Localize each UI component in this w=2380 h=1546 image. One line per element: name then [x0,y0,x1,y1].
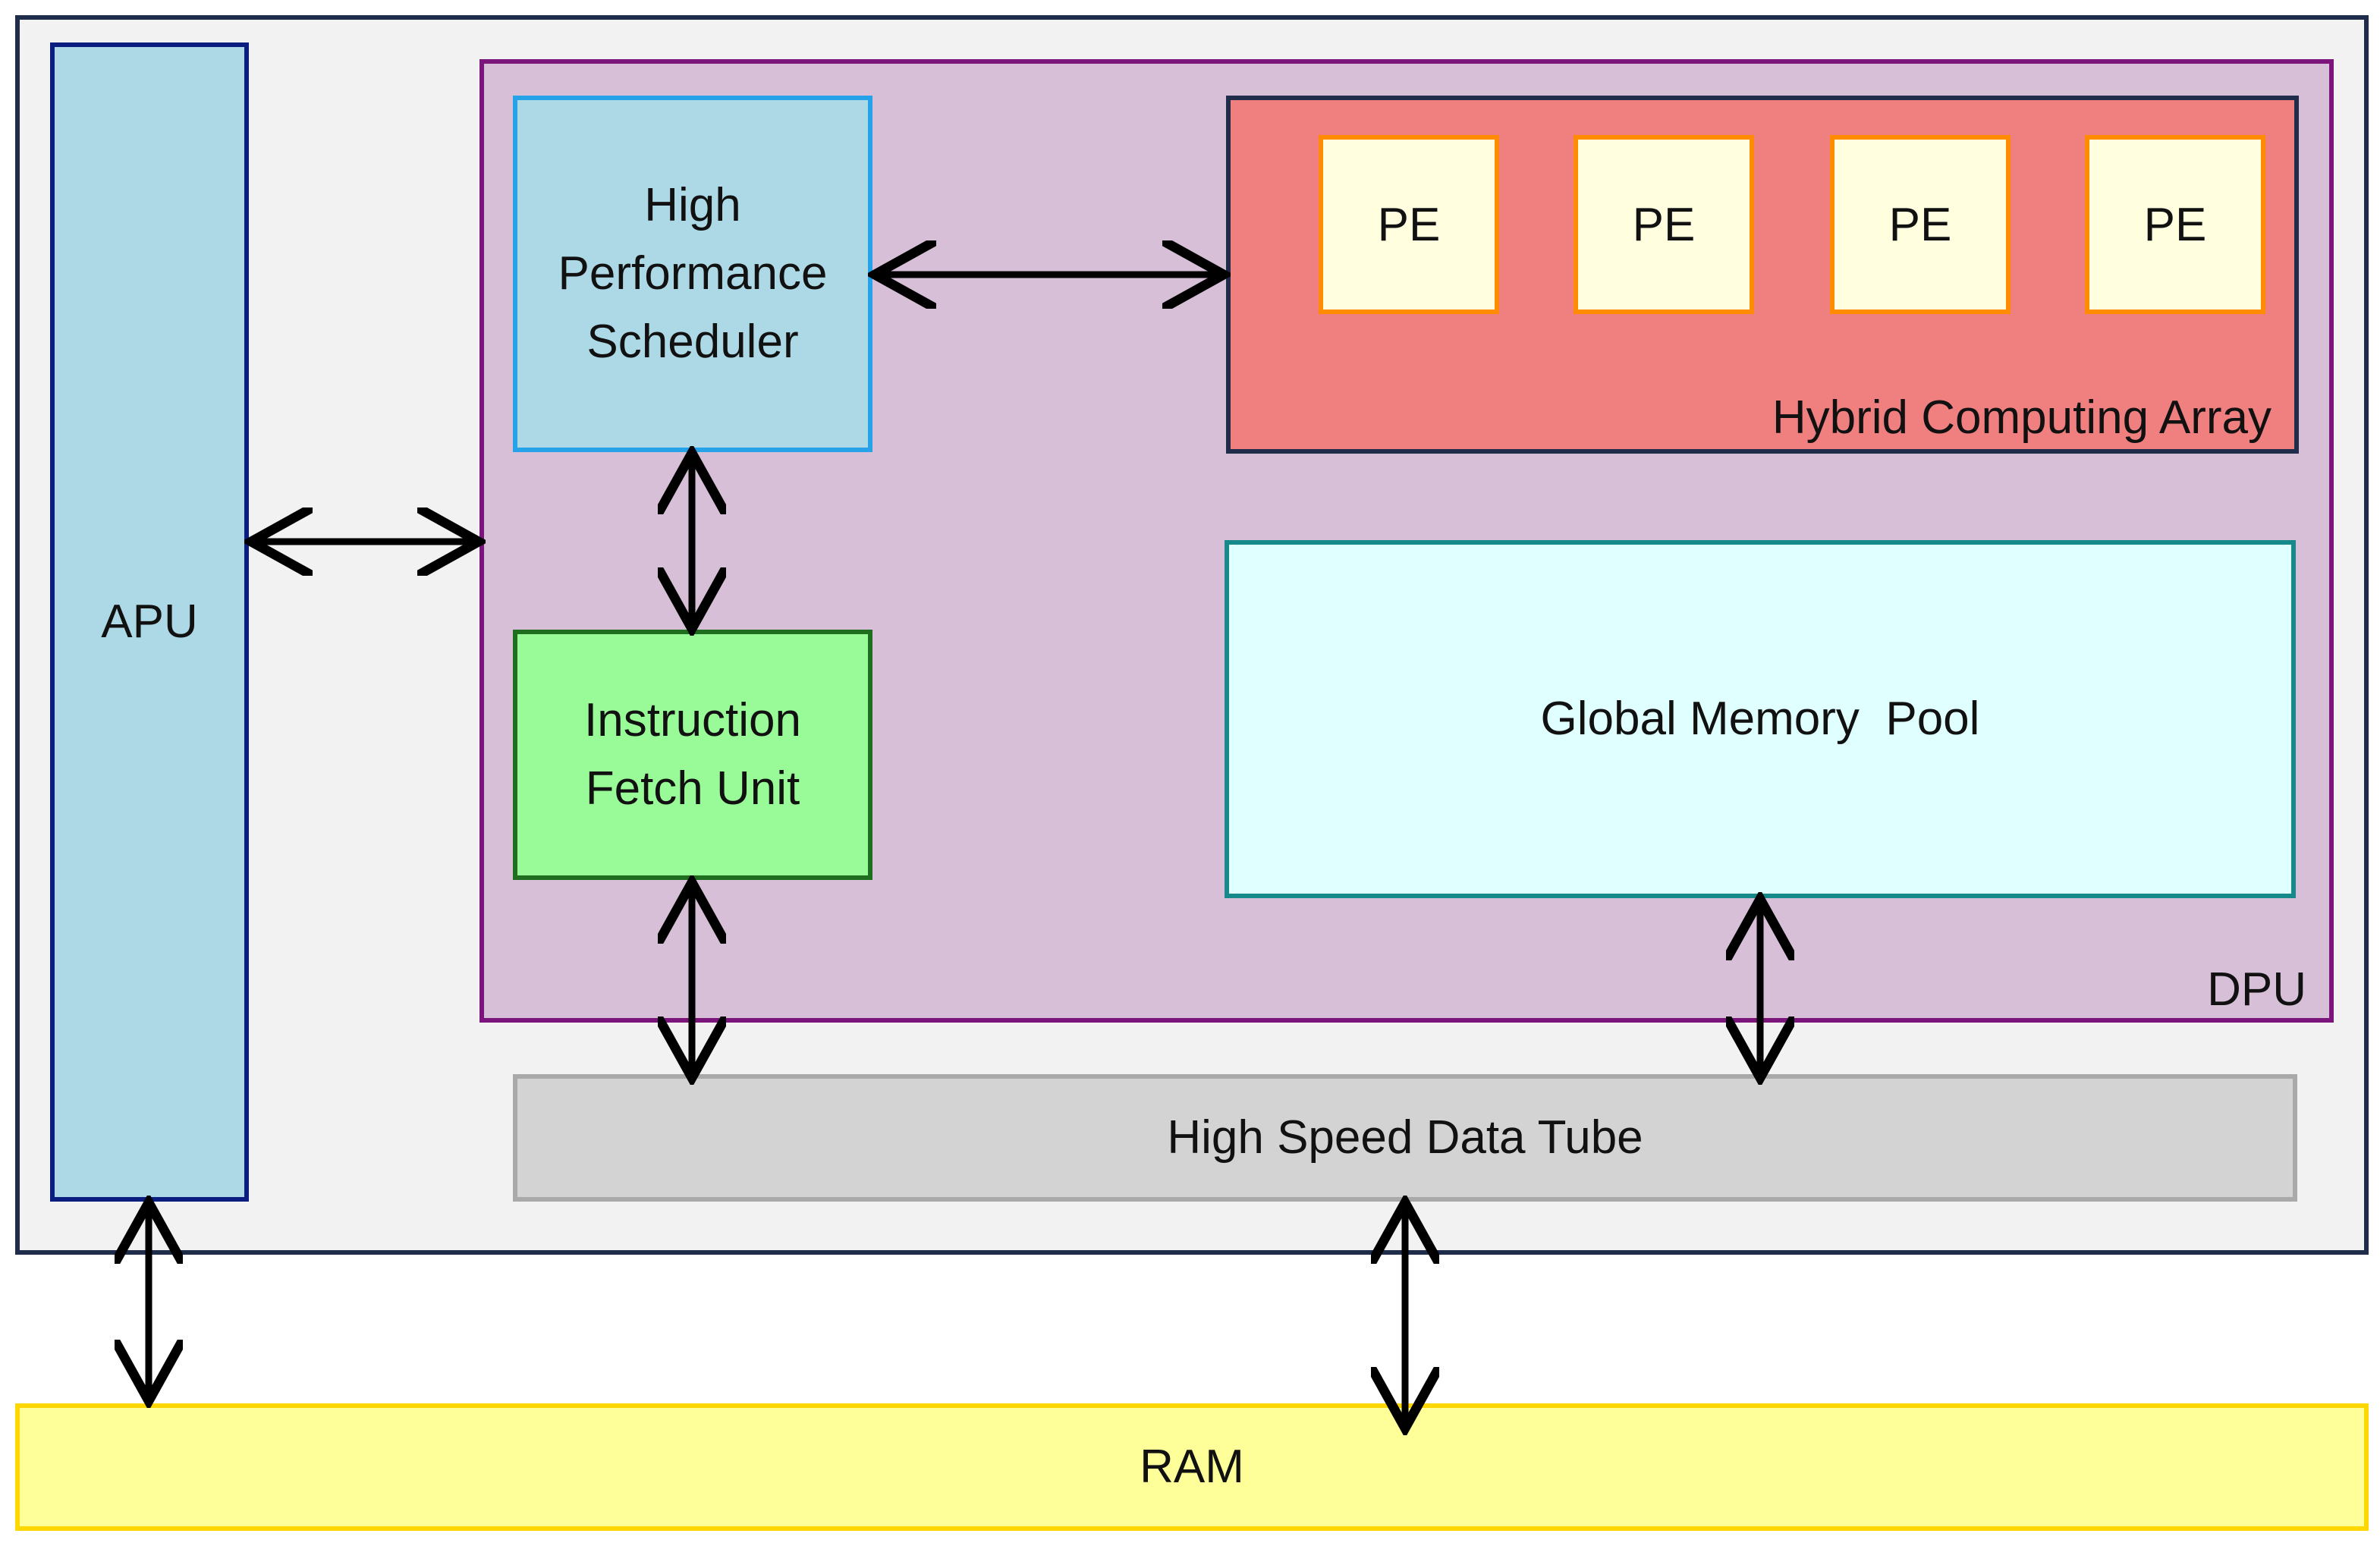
pe-block: PE [1830,135,2011,314]
pe-label: PE [1377,198,1441,251]
data-tube-label: High Speed Data Tube [1167,1111,1643,1164]
data-tube-block: High Speed Data Tube [513,1074,2297,1202]
apu-block: APU [50,42,249,1202]
global-memory-pool-block: Global Memory Pool [1225,540,2296,898]
pe-block: PE [2085,135,2265,314]
pe-label: PE [1632,198,1696,251]
ram-label: RAM [1140,1441,1244,1494]
hybrid-computing-array-block: PE PE PE PE Hybrid Computing Array [1226,96,2299,454]
dpu-label: DPU [2207,963,2306,1016]
pe-block: PE [1574,135,1754,314]
pe-block: PE [1319,135,1499,314]
instruction-fetch-unit-label: Instruction Fetch Unit [583,694,802,815]
hybrid-computing-array-label: Hybrid Computing Array [1772,391,2272,445]
apu-label: APU [101,595,198,649]
pe-label: PE [2143,198,2207,251]
ram-block: RAM [15,1403,2369,1531]
global-memory-pool-label: Global Memory Pool [1540,693,1980,746]
scheduler-label: High Performance Scheduler [558,179,828,368]
instruction-fetch-unit-block: Instruction Fetch Unit [513,630,872,880]
pe-label: PE [1888,198,1952,251]
scheduler-block: High Performance Scheduler [513,96,872,452]
